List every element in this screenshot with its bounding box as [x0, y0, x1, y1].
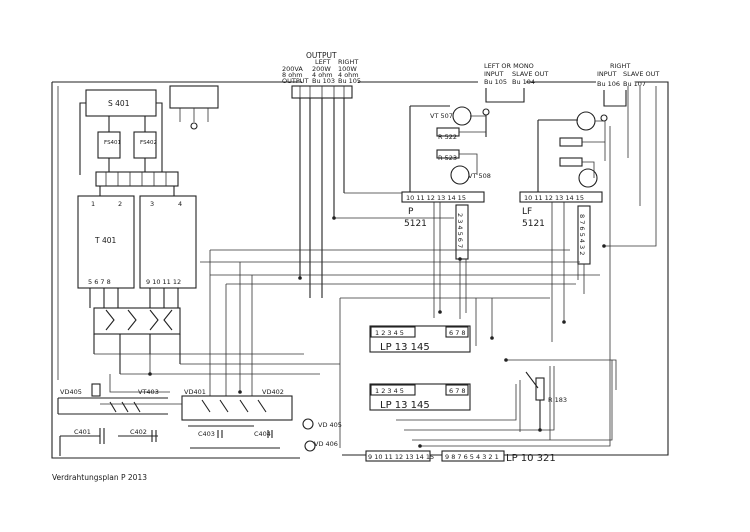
- left-input-line3: Bu 105: [484, 78, 507, 86]
- output-title: OUTPUT: [306, 51, 337, 60]
- t401-label: T 401: [94, 236, 117, 245]
- transformer-t401: 1 2 3 4 T 401 5 6 7 8 9 10 11 12: [77, 195, 197, 308]
- t401-pins-bottom-right: 9 10 11 12: [146, 278, 181, 286]
- vd406-label: VD 406: [314, 440, 338, 448]
- preamp-left-board-name: P: [408, 207, 414, 217]
- vd-mid2-label: VD402: [262, 388, 284, 396]
- t401-pin-2: 2: [118, 200, 122, 208]
- preamp-right-board: 10 11 12 13 14 15 LF 5121 8 7 6 5 4 3 2: [519, 111, 606, 265]
- preamp-left-board-id: 5121: [404, 219, 427, 229]
- left-slave-line1: SLAVE OUT: [512, 70, 548, 78]
- preamp-left-vt: VT 507: [430, 112, 453, 120]
- junction-dots: [148, 216, 606, 448]
- right-input-line3: Bu 106: [597, 80, 620, 88]
- lp-bottom-pins-right: 9 8 7 6 5 4 3 2 1: [445, 453, 499, 461]
- r183-label: R 183: [548, 396, 567, 404]
- fs401-label: FS401: [104, 140, 121, 146]
- output-col2-line2: 200W: [312, 65, 331, 73]
- lp-mid-label: LP 13 145: [380, 400, 430, 411]
- c404-label: C404: [254, 430, 271, 438]
- preamp-left-vt2: VT 508: [468, 172, 491, 180]
- wiring-harness: [94, 86, 657, 448]
- r183-potentiometer: R 183: [525, 371, 567, 430]
- t401-pins-bottom-left: 5 6 7 8: [88, 278, 111, 286]
- vd-mid1-label: VD401: [184, 388, 206, 396]
- right-input-line2: INPUT: [597, 70, 616, 78]
- lp-top-pins-left: 1 2 3 4 5: [375, 329, 404, 337]
- c401-label: C401: [74, 428, 91, 436]
- right-input-line1: RIGHT: [610, 62, 630, 70]
- lp-10321-module: 9 10 11 12 13 14 15 9 8 7 6 5 4 3 2 1 LP…: [365, 450, 556, 464]
- output-col1-line1: 200VA: [282, 65, 303, 73]
- lp-bottom-label: LP 10 321: [506, 453, 556, 464]
- preamp-right-board-id: 5121: [522, 219, 545, 229]
- output-col3-line3: 4 ohm: [338, 71, 359, 79]
- output-col2-line3: 4 ohm: [312, 71, 333, 79]
- output-col2-line4: Bu 103: [312, 77, 335, 85]
- lp-mid-pins-left: 1 2 3 4 5: [375, 387, 404, 395]
- chassis-frame: [51, 81, 669, 459]
- lp-mid-pins-right: 6 7 8: [449, 387, 466, 395]
- right-slave-line1: SLAVE OUT: [623, 70, 659, 78]
- preamp-left-pins: 10 11 12 13 14 15: [406, 194, 466, 202]
- vt-left-label: VT403: [138, 388, 159, 396]
- lp-top-pins-right: 6 7 8: [449, 329, 466, 337]
- preamp-left-side-pins: 2 3 4 5 6 7: [456, 213, 464, 248]
- c402-label: C402: [130, 428, 147, 436]
- preamp-right-pins: 10 11 12 13 14 15: [524, 194, 584, 202]
- output-col3-line1: RIGHT: [338, 58, 358, 66]
- vd-left-label: VD405: [60, 388, 82, 396]
- lp-13145-top-module: 1 2 3 4 5 6 7 8 LP 13 145: [369, 325, 471, 353]
- preamp-left-board: VT 507 R 522 R 523 VT 508 10 11 12 13 14…: [401, 105, 491, 260]
- fs402-label: FS402: [140, 140, 157, 146]
- lp-bottom-pins-left: 9 10 11 12 13 14 15: [368, 453, 434, 461]
- output-col3-line2: 100W: [338, 65, 357, 73]
- preamp-left-r2: R 523: [438, 154, 457, 162]
- left-input-connectors: LEFT OR MONO INPUT Bu 105 SLAVE OUT Bu 1…: [482, 62, 548, 116]
- preamp-right-board-name: LF: [522, 207, 532, 217]
- lp-13145-mid-module: 1 2 3 4 5 6 7 8 LP 13 145: [369, 383, 471, 411]
- output-col3-line4: Bu 105: [338, 77, 361, 85]
- output-col2-line1: LEFT: [315, 58, 330, 66]
- transformer-terminal-strip: [95, 171, 179, 196]
- left-input-line2: INPUT: [484, 70, 503, 78]
- mains-switch-s401: S 401: [79, 85, 219, 175]
- left-input-line1: LEFT OR MONO: [484, 62, 534, 70]
- output-connectors: OUTPUT 200VA 8 ohm OUTPUT LEFT 200W 4 oh…: [282, 51, 361, 99]
- t401-pin-3: 3: [150, 200, 154, 208]
- left-slave-line2: Bu 104: [512, 78, 535, 86]
- fuses: FS401 FS402: [97, 116, 157, 172]
- preamp-left-r1: R 522: [438, 133, 457, 141]
- diagram-footer-caption: Verdrahtungsplan P 2013: [52, 473, 147, 482]
- output-col1-line3: OUTPUT: [282, 77, 309, 85]
- rectifier-bridge: [93, 307, 181, 374]
- s401-label: S 401: [108, 99, 130, 108]
- lower-components: VD405 VT403 C401 C402 VD401 VD402 C403 C…: [57, 383, 342, 456]
- right-slave-line2: Bu 107: [623, 80, 646, 88]
- c403-label: C403: [198, 430, 215, 438]
- t401-pin-1: 1: [91, 200, 95, 208]
- preamp-right-side-pins: 8 7 6 5 4 3 2: [578, 214, 586, 255]
- t401-pin-4: 4: [178, 200, 182, 208]
- lp-top-label: LP 13 145: [380, 342, 430, 353]
- vd405-label: VD 405: [318, 421, 342, 429]
- output-col1-line2: 8 ohm: [282, 71, 303, 79]
- right-input-connectors: RIGHT INPUT Bu 106 SLAVE OUT Bu 107: [597, 62, 659, 122]
